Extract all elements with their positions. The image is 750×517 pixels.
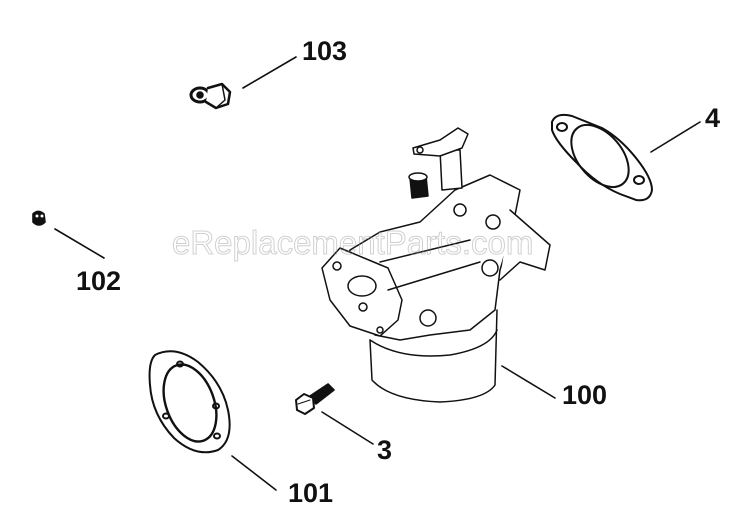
part-103-fitting-icon — [189, 82, 232, 110]
part-101-gasket-icon — [148, 350, 231, 454]
callout-3: 3 — [377, 435, 393, 465]
watermark: eReplacementParts.com — [171, 224, 534, 262]
part-4-gasket-icon — [551, 113, 653, 202]
part-100-carburetor-icon — [321, 127, 551, 403]
callout-102: 102 — [76, 266, 122, 296]
leader-102 — [54, 228, 105, 259]
part-102-cap-icon — [32, 210, 46, 226]
callout-103: 103 — [302, 36, 348, 66]
leader-4 — [650, 121, 701, 153]
part-3-screw-icon — [295, 383, 335, 415]
leader-100 — [501, 365, 556, 399]
callout-101: 101 — [288, 478, 334, 508]
leader-103 — [242, 56, 297, 89]
leader-101 — [231, 455, 277, 491]
callout-4: 4 — [705, 103, 721, 133]
leader-3 — [321, 411, 374, 445]
callout-100: 100 — [562, 380, 608, 410]
